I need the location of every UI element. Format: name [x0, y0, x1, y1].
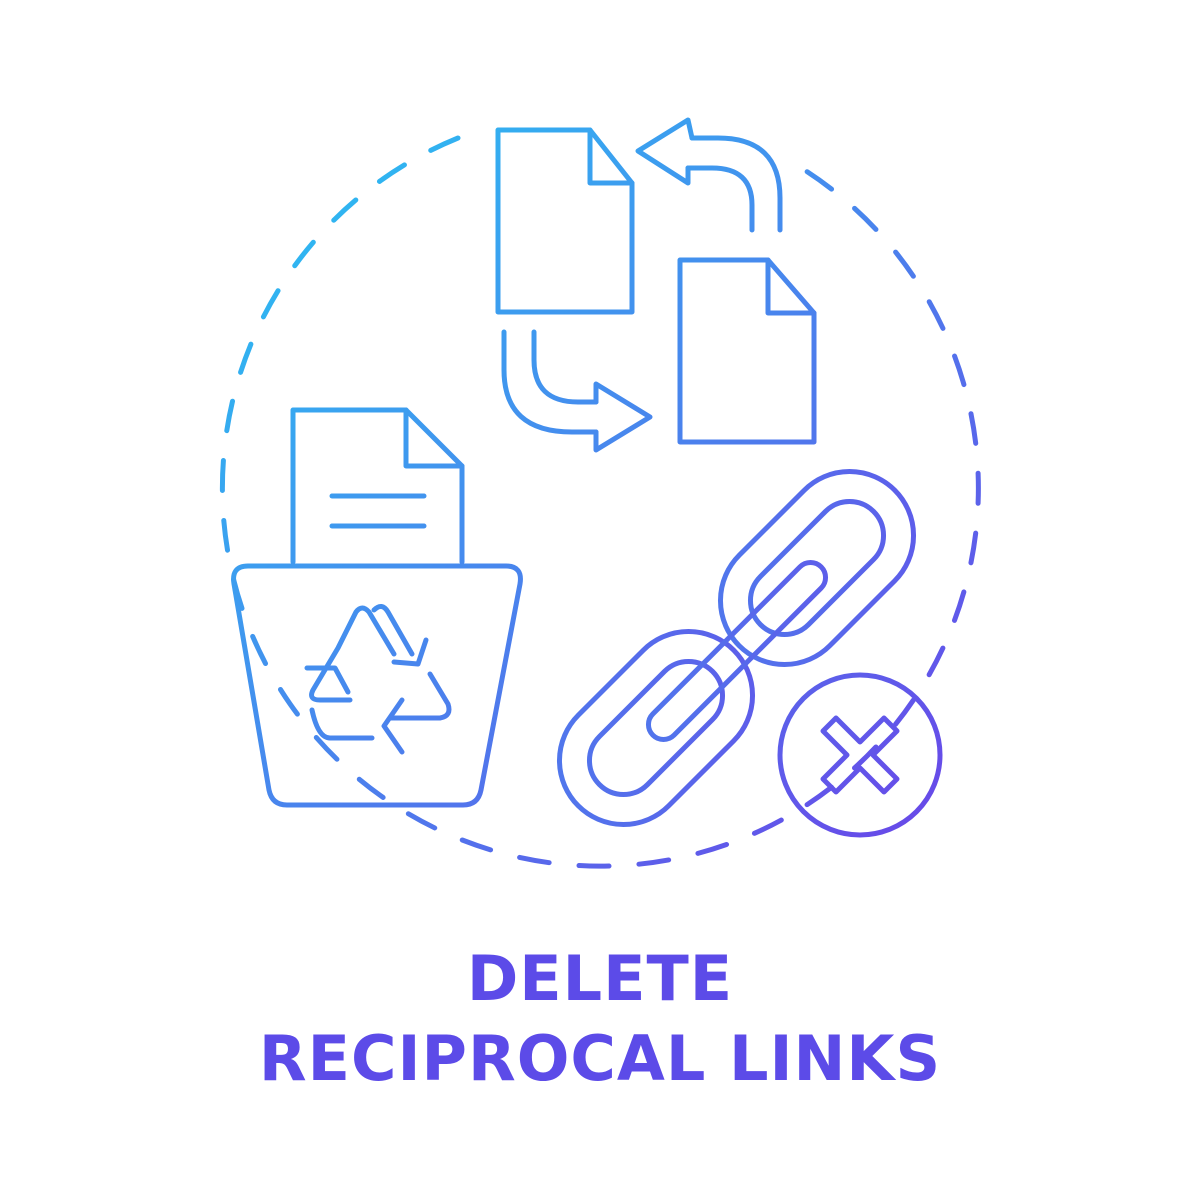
document-icon	[495, 127, 635, 315]
curved-arrow-icon	[501, 329, 653, 453]
recycle-bin-icon	[231, 563, 523, 808]
document-icon	[290, 407, 465, 565]
recycle-symbol-icon	[304, 604, 452, 755]
close-circle-icon	[777, 672, 943, 838]
curved-arrow-icon	[635, 117, 783, 233]
delete-reciprocal-links-illustration	[219, 117, 981, 869]
chain-link-icon	[556, 468, 917, 828]
caption-line-1: DELETE	[466, 942, 734, 1015]
caption-line-2: RECIPROCAL LINKS	[258, 1022, 942, 1095]
dashed-circle-icon	[219, 135, 981, 869]
document-icon	[677, 257, 817, 445]
